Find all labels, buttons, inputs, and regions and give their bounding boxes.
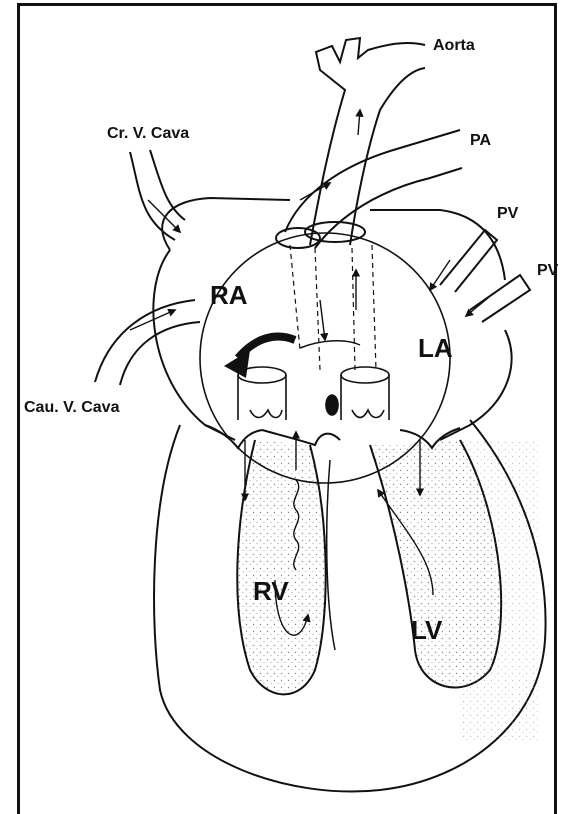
- semilunar-valves: [238, 367, 389, 420]
- aorta-vessel: [305, 38, 425, 245]
- right-atrium-label: RA: [210, 282, 248, 308]
- right-ventricle-label: RV: [253, 578, 289, 604]
- aorta-label: Aorta: [433, 38, 475, 54]
- pulmonary-vein-upper-label: PV: [497, 206, 518, 222]
- pulmonary-veins: [440, 230, 530, 322]
- stipple-shading-right: [460, 440, 540, 740]
- pulmonary-vein-lower-label: PV: [537, 263, 558, 279]
- dashed-flow-lines: [290, 245, 376, 370]
- caudal-vena-cava-label: Cau. V. Cava: [24, 400, 119, 416]
- bold-curved-arrow: [224, 337, 360, 378]
- pulmonary-artery-label: PA: [470, 133, 491, 149]
- left-ventricle-label: LV: [411, 617, 442, 643]
- cranial-vena-cava-label: Cr. V. Cava: [107, 126, 189, 142]
- left-atrium-label: LA: [418, 335, 453, 361]
- caudal-vena-cava: [95, 300, 200, 385]
- cranial-vena-cava: [130, 150, 185, 240]
